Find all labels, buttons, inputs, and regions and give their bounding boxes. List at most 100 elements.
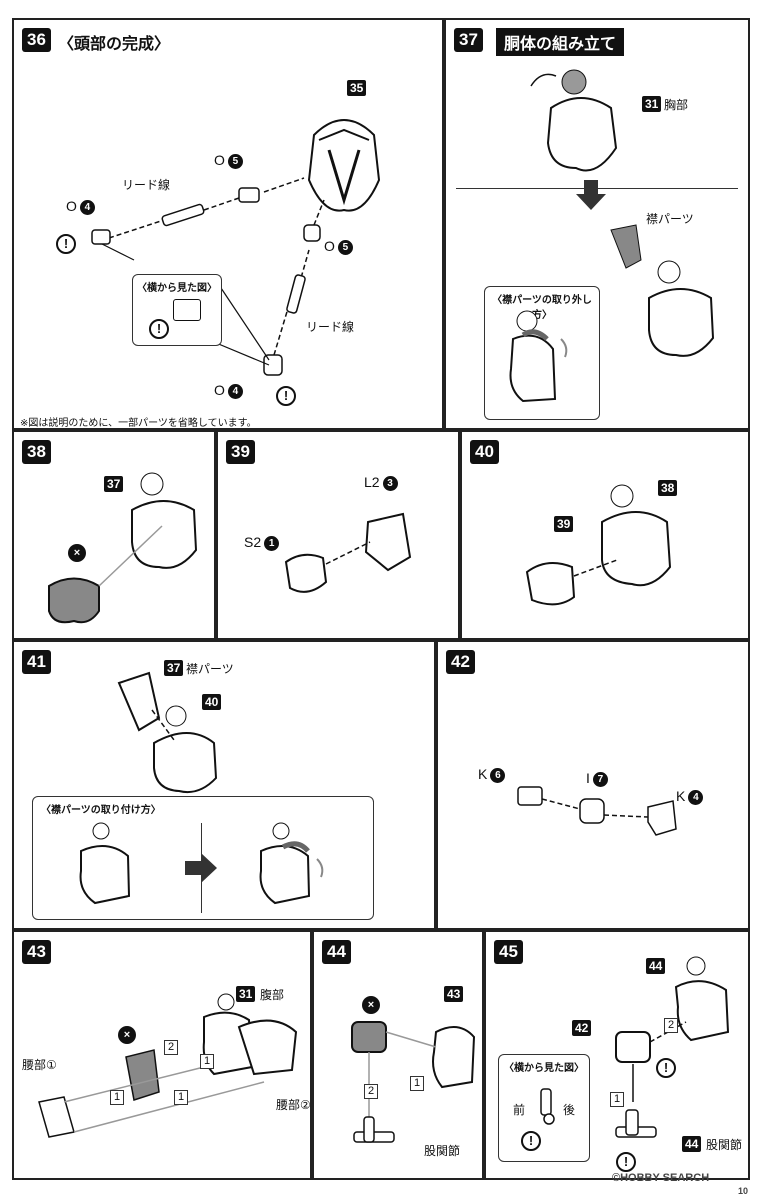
step-number: 36 bbox=[22, 28, 51, 52]
down-arrow-icon bbox=[576, 180, 606, 210]
part-40-badge: 40 bbox=[202, 694, 222, 710]
step-37-panel: 37 胴体の組み立て 31 胸部 襟パーツ 〈襟パーツの取り外し方〉 bbox=[444, 18, 750, 430]
step-number: 39 bbox=[226, 440, 255, 464]
hip-joint-illustration bbox=[351, 1021, 476, 1143]
part-35-badge: 35 bbox=[347, 80, 367, 96]
remove-mark-icon: × bbox=[68, 544, 86, 562]
inset-title: 〈襟パーツの取り外し方〉 bbox=[492, 295, 592, 321]
side-view-inset: 〈横から見た図〉 前 後 ! bbox=[498, 1054, 590, 1162]
torso-with-collar-illustration bbox=[648, 260, 715, 357]
caution-icon: ! bbox=[149, 319, 169, 339]
step-41-panel: 41 37 襟パーツ 40 〈襟パーツの取り付け方〉 bbox=[12, 640, 436, 930]
hip-joint-label: 股関節 bbox=[706, 1138, 743, 1152]
abdomen-label: 腹部 bbox=[260, 988, 285, 1002]
waist1-label: 腰部① bbox=[22, 1058, 57, 1072]
order-2-box: 2 bbox=[664, 1018, 679, 1033]
inset-title: 〈横から見た図〉 bbox=[504, 1063, 584, 1074]
collar-attach-illustration bbox=[117, 671, 218, 794]
part-39-badge: 39 bbox=[554, 516, 574, 532]
head-part-illustration bbox=[307, 119, 381, 212]
step-number: 45 bbox=[494, 940, 523, 964]
step-40-panel: 40 38 39 bbox=[460, 430, 750, 640]
side-view-inset: 〈横から見た図〉 ! bbox=[132, 274, 222, 346]
side-view-part bbox=[540, 1088, 555, 1125]
inset-divider bbox=[201, 823, 202, 913]
collar-label: 襟パーツ bbox=[186, 662, 234, 676]
part-37-badge: 37 bbox=[104, 476, 124, 492]
collar-removal-inset: 〈襟パーツの取り外し方〉 bbox=[484, 286, 600, 420]
part-38-badge: 38 bbox=[658, 480, 678, 496]
lead-wire-label-bottom: リード線 bbox=[306, 320, 355, 334]
step-number: 44 bbox=[322, 940, 351, 964]
lead-wire-label-top: リード線 bbox=[122, 178, 171, 192]
hip-assembly-illustration bbox=[615, 956, 730, 1138]
caution-icon: ! bbox=[56, 234, 76, 254]
part-31-badge: 31 bbox=[236, 986, 256, 1002]
remove-mark-icon: × bbox=[362, 996, 380, 1014]
omission-note: ※図は説明のために、一部パーツを省略しています。 bbox=[20, 418, 257, 429]
step-title: 〈頭部の完成〉 bbox=[58, 34, 171, 53]
collar-label: 襟パーツ bbox=[646, 212, 694, 226]
caution-icon: ! bbox=[656, 1058, 676, 1078]
step-44-panel: 44 × 43 1 2 股関節 bbox=[312, 930, 484, 1180]
torso-illustration bbox=[131, 472, 198, 569]
order-1-box: 1 bbox=[610, 1092, 625, 1107]
remove-mark-icon: × bbox=[118, 1026, 136, 1044]
inset-title: 〈襟パーツの取り付け方〉 bbox=[41, 805, 161, 816]
part-43-badge: 43 bbox=[444, 986, 464, 1002]
part-44-badge-bottom: 44 bbox=[682, 1136, 702, 1152]
order-1-box: 1 bbox=[410, 1076, 425, 1091]
step-number: 37 bbox=[454, 28, 483, 52]
assembly-arrows bbox=[91, 177, 325, 376]
caution-icon: ! bbox=[616, 1152, 636, 1172]
collar-part-illustration bbox=[610, 224, 642, 269]
order-1-box: 1 bbox=[110, 1090, 125, 1105]
step-number: 38 bbox=[22, 440, 51, 464]
step-38-panel: 38 37 × bbox=[12, 430, 216, 640]
part-37-badge: 37 bbox=[164, 660, 184, 676]
caution-icon: ! bbox=[521, 1131, 541, 1151]
s2-l2-assembly-illustration bbox=[284, 512, 412, 593]
part-44-badge-top: 44 bbox=[646, 958, 666, 974]
step-title: 胴体の組み立て bbox=[496, 28, 625, 56]
torso-assembly-illustration bbox=[525, 484, 672, 606]
chest-label: 胸部 bbox=[664, 98, 689, 112]
hip-joint-label: 股関節 bbox=[424, 1144, 461, 1158]
order-1-box: 1 bbox=[174, 1090, 189, 1105]
step-number: 41 bbox=[22, 650, 51, 674]
waist2-label: 腰部② bbox=[276, 1098, 311, 1112]
joint-assembly-illustration bbox=[517, 786, 677, 836]
removed-part-illustration bbox=[48, 525, 163, 624]
order-1-box: 1 bbox=[200, 1054, 215, 1069]
collar-removal-illustration bbox=[509, 310, 568, 403]
front-label: 前 bbox=[513, 1103, 526, 1117]
right-arrow-icon bbox=[185, 853, 217, 883]
attach-before-illustration bbox=[79, 822, 131, 905]
torso-illustration bbox=[530, 69, 618, 172]
step-number: 43 bbox=[22, 940, 51, 964]
part-42-badge: 42 bbox=[572, 1020, 592, 1036]
order-2-box: 2 bbox=[364, 1084, 379, 1099]
abdomen-assembly-illustration bbox=[38, 993, 298, 1138]
step-number: 40 bbox=[470, 440, 499, 464]
part-31-badge: 31 bbox=[642, 96, 662, 112]
order-2-box: 2 bbox=[164, 1040, 179, 1055]
step-43-panel: 43 31 腹部 × 腰部① 腰部② 2 1 1 1 bbox=[12, 930, 312, 1180]
side-view-title: 〈横から見た図〉 bbox=[137, 283, 217, 294]
caution-icon: ! bbox=[276, 386, 296, 406]
side-view-part bbox=[173, 299, 201, 321]
page-number: 10 bbox=[738, 1186, 749, 1196]
step-45-panel: 45 44 42 2 ! 1 〈横から見た図〉 前 後 ! 44 股関節 ! bbox=[484, 930, 750, 1180]
